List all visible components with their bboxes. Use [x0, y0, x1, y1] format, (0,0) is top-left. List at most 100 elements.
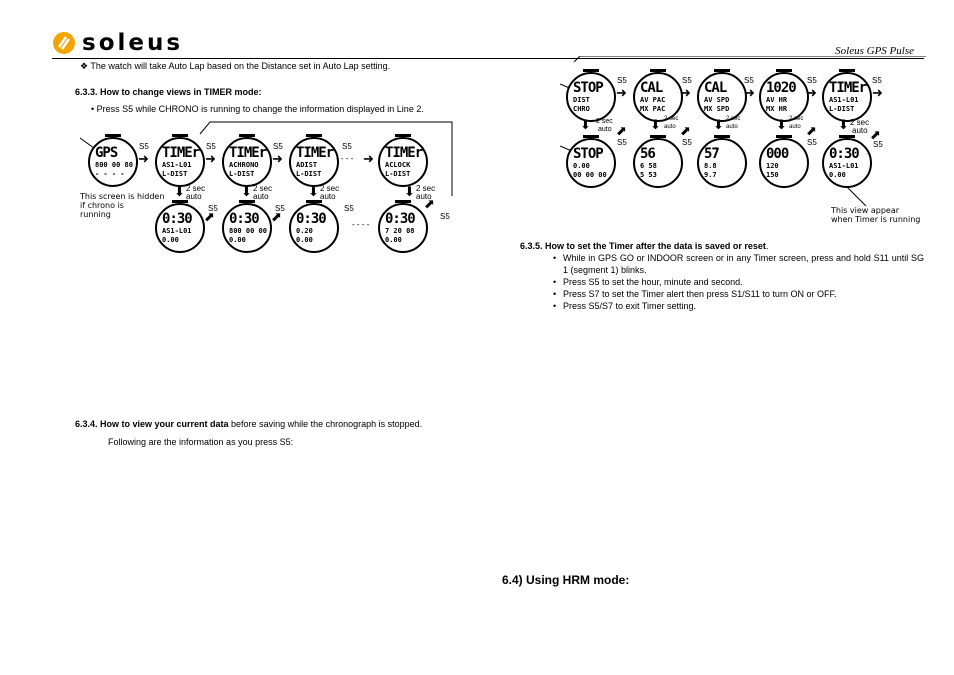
watch-line2: ACLOCK [385, 161, 411, 169]
watch-line1: STOP [573, 80, 604, 96]
arrow-diag-icon: ⬈ [806, 123, 817, 138]
s5-label: S5 [440, 212, 450, 221]
timer-watch-b4: 0:30 7 20 08 0.00 [378, 200, 428, 253]
arrow-diag-icon: ⬈ [680, 123, 691, 138]
two-sec-label: 2 sec [664, 116, 679, 122]
watch-line1: 000 [766, 146, 789, 162]
list-item: Press S7 to set the Timer alert then pre… [553, 288, 924, 300]
watch-line2: DIST [573, 96, 590, 104]
auto-label: auto [789, 124, 801, 130]
stop-watch-t3: 1020 AV HR MX HR [759, 69, 809, 122]
arrow-down-icon: ⬇ [650, 117, 661, 132]
soleus-logo: soleus [52, 30, 183, 56]
watch-line2: ADIST [296, 161, 318, 169]
auto-label: auto [598, 126, 612, 133]
arrow-down-icon: ⬇ [308, 184, 319, 199]
watch-line3: MX PAC [640, 105, 666, 113]
s5-label: S5 [275, 204, 285, 213]
s5-label: S5 [344, 204, 354, 213]
arrow-down-icon: ⬇ [713, 117, 724, 132]
watch-line1: GPS [95, 145, 118, 161]
two-sec-label: 2 sec [186, 184, 206, 193]
note-pointer-line [845, 186, 867, 207]
arrow-right-icon: ➜ [680, 85, 691, 100]
section-634-heading-rest: before saving while the chronograph is s… [228, 419, 423, 429]
watch-line3: 0.00 [162, 236, 179, 244]
hidden-screen-note: This screen is hidden if chrono is runni… [80, 192, 164, 219]
stop-watch-t2: CAL AV SPD MX SPD [697, 69, 747, 122]
logo-text: soleus [82, 30, 184, 56]
arrow-down-icon: ⬇ [174, 184, 185, 199]
auto-label: auto [726, 124, 738, 130]
stop-watch-b4: 0:30 AS1-L01 0.00 [822, 135, 872, 188]
watch-line3: L-DIST [296, 170, 322, 178]
watch-line2: 0.00 [573, 162, 590, 170]
auto-label: auto [852, 126, 868, 135]
list-item: While in GPS GO or INDOOR screen or in a… [553, 252, 924, 276]
section-633-bullet-text: Press S5 while CHRONO is running to chan… [96, 104, 424, 114]
two-sec-label: 2 sec [253, 184, 273, 193]
arrow-right-icon: ➜ [272, 151, 283, 166]
two-sec-label: 2 sec [850, 118, 870, 127]
stop-watch-t4: TIMEr AS1-L01 L-DIST [822, 69, 872, 122]
watch-line3: 0.00 [296, 236, 313, 244]
arrow-right-icon: ➜ [363, 151, 374, 166]
s5-label: S5 [873, 140, 883, 149]
watch-line3: 5 53 [640, 171, 657, 179]
arrow-diag-icon: ⬈ [204, 209, 215, 224]
watch-line1: TIMEr [229, 145, 267, 161]
timer-watch-3: TIMEr ADIST L-DIST [289, 134, 339, 187]
arrow-down-icon: ⬇ [580, 117, 591, 132]
watch-line2: 0.20 [296, 227, 313, 235]
watch-line3: L-DIST [229, 170, 255, 178]
stop-watch-b0: STOP 0.00 00 00 00 [566, 135, 616, 188]
two-sec-label: 2 sec [320, 184, 340, 193]
arrow-right-icon: ➜ [616, 85, 627, 100]
s5-label: S5 [807, 76, 817, 85]
arrow-down-icon: ⬇ [838, 117, 849, 132]
timer-watch-1: TIMEr AS1-L01 L-DIST [155, 134, 205, 187]
brand-name: Soleus GPS Pulse [835, 45, 914, 57]
soleus-logo-icon [53, 32, 75, 54]
watch-line1: CAL [640, 80, 663, 96]
s5-label: S5 [342, 142, 352, 151]
diamond-bullet-icon: ❖ [80, 61, 89, 71]
watch-line3: 9.7 [704, 171, 717, 179]
watch-line2: 800 00 80 [95, 161, 133, 169]
auto-label: auto [186, 192, 202, 201]
watch-line2: AV SPD [704, 96, 730, 104]
timer-watch-b2: 0:30 800 00 00 0.00 [222, 200, 272, 253]
timer-watch-gps: GPS 800 00 80 - - - - [88, 134, 138, 187]
section-633-bullet: • Press S5 while CHRONO is running to ch… [91, 104, 424, 114]
s5-label: S5 [807, 138, 817, 147]
stop-watch-b3: 000 120 150 [759, 135, 809, 188]
watch-line3: - - - - [95, 170, 125, 178]
timer-diagram-lines [80, 121, 453, 196]
section-633-heading: 6.3.3. How to change views in TIMER mode… [75, 87, 262, 97]
two-sec-label: 2 sec [416, 184, 436, 193]
note-line: when Timer is running [831, 215, 921, 224]
watch-line2: AS1-L01 [162, 161, 192, 169]
watch-line3: 00 00 00 [573, 171, 607, 179]
watch-line3: 150 [766, 171, 779, 179]
watch-line3: MX SPD [704, 105, 730, 113]
s5-label: S5 [682, 76, 692, 85]
section-635-heading: 6.3.5. How to set the Timer after the da… [520, 240, 768, 252]
arrow-down-icon: ⬇ [776, 117, 787, 132]
watch-line3: CHRO [573, 105, 590, 113]
auto-lap-note: ❖ The watch will take Auto Lap based on … [80, 60, 390, 72]
two-sec-label: 2 sec [726, 116, 741, 122]
section-635-list: While in GPS GO or INDOOR screen or in a… [553, 252, 924, 312]
arrow-right-icon: ➜ [872, 85, 883, 100]
watch-line3: 0.00 [229, 236, 246, 244]
note-line: This view appear [831, 206, 900, 215]
stop-watch-t1: CAL AV PAC MX PAC [633, 69, 683, 122]
arrow-right-icon: ➜ [744, 85, 755, 100]
section-634-heading: 6.3.4. How to view your current data bef… [75, 418, 422, 430]
watch-line2: ACHRONO [229, 161, 259, 169]
arrow-right-icon: ➜ [138, 151, 149, 166]
section-634-text: Following are the information as you pre… [108, 437, 294, 447]
timer-watch-4: TIMEr ACLOCK L-DIST [378, 134, 428, 187]
watch-line1: TIMEr [296, 145, 334, 161]
dashes: - - - - [352, 220, 370, 229]
